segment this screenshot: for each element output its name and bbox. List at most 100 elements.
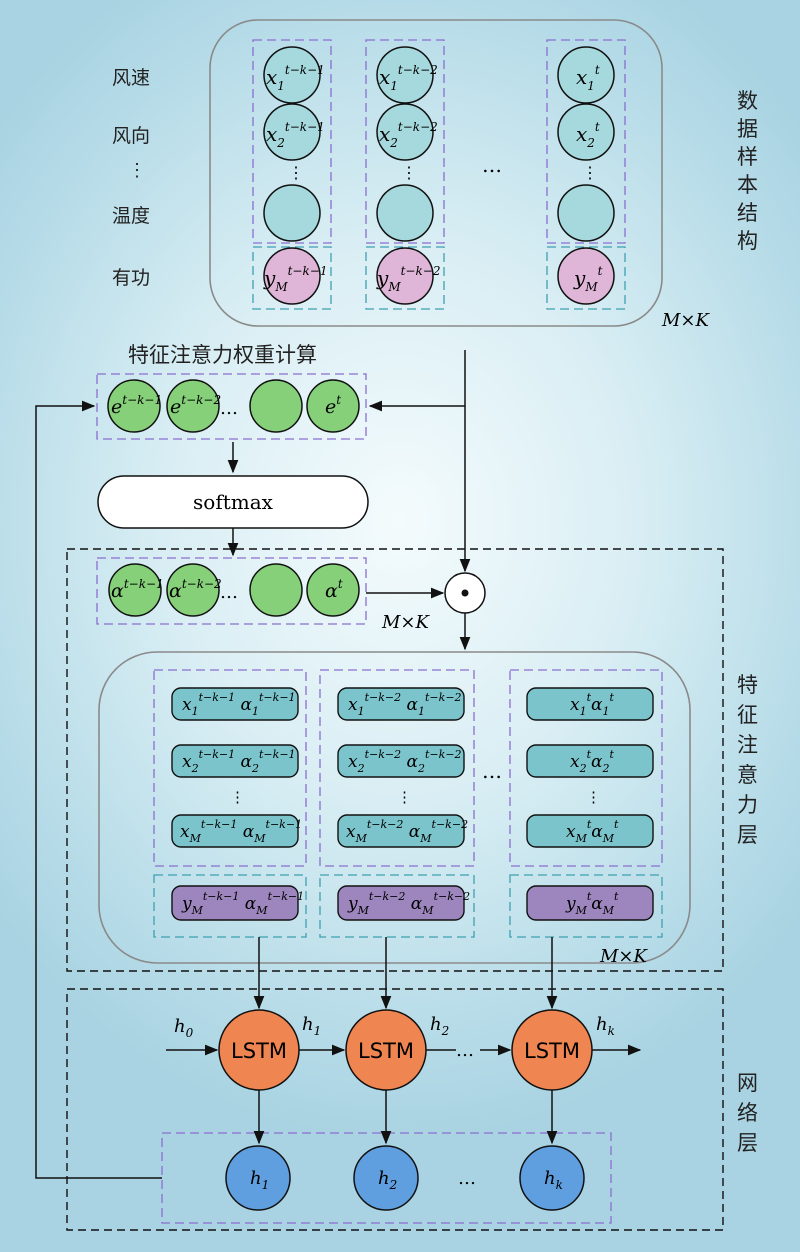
alpha-node: [108, 563, 162, 617]
label-active-power: 有功: [112, 267, 150, 289]
energy-node: [306, 379, 360, 433]
lstm-label: LSTM: [231, 1039, 287, 1063]
x2-node: [263, 103, 321, 161]
svg-text:意: 意: [737, 763, 758, 787]
sample-structure-box: [209, 19, 663, 327]
lstm-label: LSTM: [358, 1039, 414, 1063]
weighted-column-t-k-1: x1t−k−1 α1t−k−1 x2t−k−1 α2t−k−1 ⋮ xMt−k−…: [153, 669, 307, 938]
y-node: [557, 247, 615, 305]
svg-text:注: 注: [737, 733, 758, 757]
sample-column-t-k-2: x1t−k−2 x2t−k−2 ⋮ yMt−k−2: [365, 39, 445, 310]
sample-column-t-k-1: x1t−k−1 x2t−k−1 ⋮ yMt−k−1: [252, 39, 332, 310]
label-vdots: ⋮: [128, 160, 146, 181]
y-node: [376, 247, 434, 305]
x1-node: [376, 46, 434, 104]
weighted-y: [526, 885, 654, 921]
energy-node: [249, 379, 303, 433]
svg-text:h1: h1: [302, 1014, 321, 1038]
weighted-y: [171, 885, 299, 921]
network-layer-label: 网 络 层: [737, 1071, 758, 1155]
label-temperature: 温度: [112, 205, 150, 227]
x1-node: [263, 46, 321, 104]
energy-node: [166, 379, 220, 433]
weighted-x1: [171, 687, 299, 721]
svg-text:征: 征: [737, 703, 758, 727]
sample-ellipsis: …: [482, 153, 502, 177]
svg-text:构: 构: [737, 229, 758, 253]
hidden-node: [353, 1145, 419, 1211]
x1-node: [557, 46, 615, 104]
sample-structure-label: 数 据 样 本 结 构: [737, 89, 758, 253]
weighted-dims: M×K: [599, 946, 649, 967]
sample-dims: M×K: [661, 310, 711, 331]
energy-node: [107, 379, 161, 433]
energy-row-box: [96, 373, 367, 440]
svg-text:特: 特: [737, 673, 758, 697]
xm-node: [376, 184, 434, 242]
weighted-x2: [337, 744, 465, 778]
svg-text:et−k−2: et−k−2: [170, 393, 221, 418]
svg-text:络: 络: [737, 1101, 758, 1125]
svg-text:⋮: ⋮: [397, 788, 412, 806]
weighted-x1: [526, 687, 654, 721]
y-node: [263, 247, 321, 305]
network-layer-frame: [66, 988, 724, 1231]
alpha-node: [166, 563, 220, 617]
softmax-label: softmax: [193, 490, 274, 514]
lstm-label: LSTM: [524, 1039, 580, 1063]
alpha-row-box: [96, 557, 367, 625]
alpha-node: [306, 563, 360, 617]
svg-text:⋮: ⋮: [582, 163, 598, 182]
svg-text:力: 力: [737, 793, 758, 817]
connectors: [35, 350, 642, 1179]
svg-text:样: 样: [737, 145, 758, 169]
svg-text:xMtαMt: xMtαMt: [566, 818, 619, 845]
svg-text:结: 结: [737, 201, 758, 225]
svg-text:网: 网: [737, 1071, 758, 1095]
weighted-x1: [337, 687, 465, 721]
xm-node: [557, 184, 615, 242]
weighted-column-t: x1tα1t x2tα2t ⋮ xMtαMt yMtαMt: [509, 669, 663, 938]
xm-node: [263, 184, 321, 242]
attention-layer-frame: [66, 548, 724, 972]
label-wind-direction: 风向: [112, 125, 150, 147]
hidden-node: [225, 1145, 291, 1211]
weighted-x2: [171, 744, 299, 778]
alpha-node: [249, 563, 303, 617]
weighted-ellipsis: …: [482, 759, 502, 783]
svg-text:h0: h0: [174, 1016, 194, 1040]
network-ellipsis: …: [456, 1040, 474, 1061]
hidden-node: [519, 1145, 585, 1211]
alpha-dims: M×K: [381, 612, 431, 633]
svg-text:层: 层: [737, 1131, 758, 1155]
svg-text:…: …: [220, 582, 238, 603]
sample-column-t: x1t x2t ⋮ yMt: [546, 39, 626, 310]
weighted-x2: [526, 744, 654, 778]
svg-text:⋮: ⋮: [401, 163, 417, 182]
weighted-features-box: [98, 651, 691, 964]
svg-text:…: …: [220, 398, 238, 419]
svg-text:yMtαMt: yMtαMt: [565, 890, 619, 917]
weighted-y: [337, 885, 465, 921]
weighted-xm: [171, 814, 299, 848]
weighted-xm: [337, 814, 465, 848]
attention-weight-title: 特征注意力权重计算: [128, 343, 317, 367]
weighted-xm: [526, 814, 654, 848]
svg-text:h2: h2: [430, 1014, 449, 1038]
x2-node: [376, 103, 434, 161]
svg-text:⋮: ⋮: [288, 163, 304, 182]
weighted-column-t-k-2: x1t−k−2 α1t−k−2 x2t−k−2 α2t−k−2 ⋮ xMt−k−…: [319, 669, 475, 938]
hidden-ellipsis: …: [458, 1168, 476, 1189]
attention-layer-label: 特 征 注 意 力 层: [737, 673, 758, 847]
svg-text:⋮: ⋮: [586, 788, 601, 806]
svg-text:数: 数: [737, 89, 758, 113]
svg-text:层: 层: [737, 823, 758, 847]
svg-text:hk: hk: [596, 1014, 615, 1038]
svg-text:据: 据: [737, 117, 758, 141]
label-wind-speed: 风速: [112, 67, 150, 89]
svg-text:本: 本: [737, 173, 758, 197]
x2-node: [557, 103, 615, 161]
svg-text:⋮: ⋮: [230, 788, 245, 806]
